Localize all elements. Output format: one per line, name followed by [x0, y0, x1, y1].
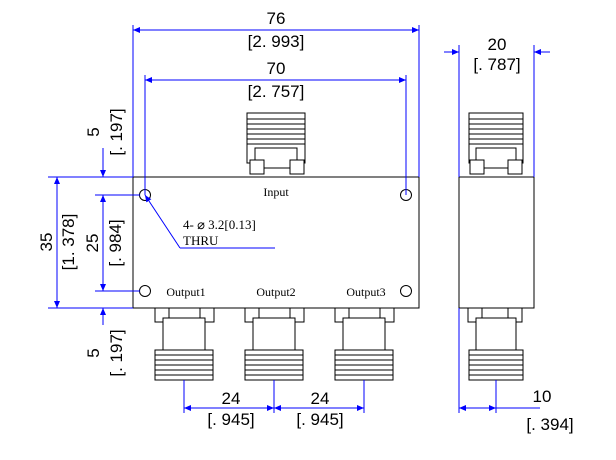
input-connector	[246, 112, 306, 175]
input-label: Input	[263, 185, 289, 199]
dim-side-offset: 10 [. 394]	[458, 308, 574, 434]
dim-top-offset-mm: 5	[84, 127, 103, 136]
dim-hole-spacing-width: 70 [2. 757]	[144, 59, 407, 195]
side-view	[458, 112, 535, 381]
dim-overall-width-mm: 76	[267, 9, 286, 28]
dim-bottom-offset-inch: [. 197]	[107, 329, 126, 376]
output1-connector	[154, 307, 215, 381]
mounting-hole-bottom-right	[400, 285, 412, 297]
dim-hole-spacing-height: 25 [. 984]	[83, 195, 125, 291]
dim-hole-height-inch: [. 984]	[106, 219, 125, 266]
dim-top-offset-inch: [. 197]	[107, 108, 126, 155]
dim-hole-width-mm: 70	[267, 59, 286, 78]
dim-top-offset: 5 [. 197]	[84, 108, 126, 202]
dim-hole-width-inch: [2. 757]	[248, 82, 305, 101]
dim-overall-height-mm: 35	[37, 233, 56, 252]
output3-label: Output3	[346, 285, 385, 299]
dim-side-width: 20 [. 787]	[444, 35, 550, 177]
dim-bottom-offset: 5 [. 197]	[84, 286, 126, 377]
dim-output-pitch: 24 [. 945] 24 [. 945]	[183, 380, 365, 429]
dim-overall-height-inch: [1. 378]	[59, 214, 78, 271]
dim-bottom-offset-mm: 5	[84, 348, 103, 357]
dim-overall-width: 76 [2. 993]	[132, 9, 420, 177]
dim-overall-height: 35 [1. 378]	[37, 177, 78, 308]
dim-pitch2-mm: 24	[311, 389, 330, 408]
splitter-body	[132, 176, 420, 309]
dim-side-offset-inch: [. 394]	[526, 415, 573, 434]
output3-connector	[334, 307, 395, 381]
output2-connector	[244, 307, 305, 381]
dim-hole-height-mm: 25	[83, 234, 102, 253]
hole-note-line2: THRU	[183, 233, 219, 248]
dim-pitch2-inch: [. 945]	[296, 410, 343, 429]
output2-label: Output2	[256, 285, 295, 299]
dim-pitch1-mm: 24	[222, 389, 241, 408]
output1-label: Output1	[166, 285, 205, 299]
dim-side-width-mm: 20	[488, 35, 507, 54]
dim-pitch1-inch: [. 945]	[207, 410, 254, 429]
dim-side-offset-mm: 10	[533, 387, 552, 406]
hole-note: 4- ⌀ 3.2[0.13] THRU	[144, 194, 275, 249]
hole-note-line1: 4- ⌀ 3.2[0.13]	[183, 217, 256, 232]
dim-overall-width-inch: [2. 993]	[248, 32, 305, 51]
dim-side-width-inch: [. 787]	[473, 55, 520, 74]
